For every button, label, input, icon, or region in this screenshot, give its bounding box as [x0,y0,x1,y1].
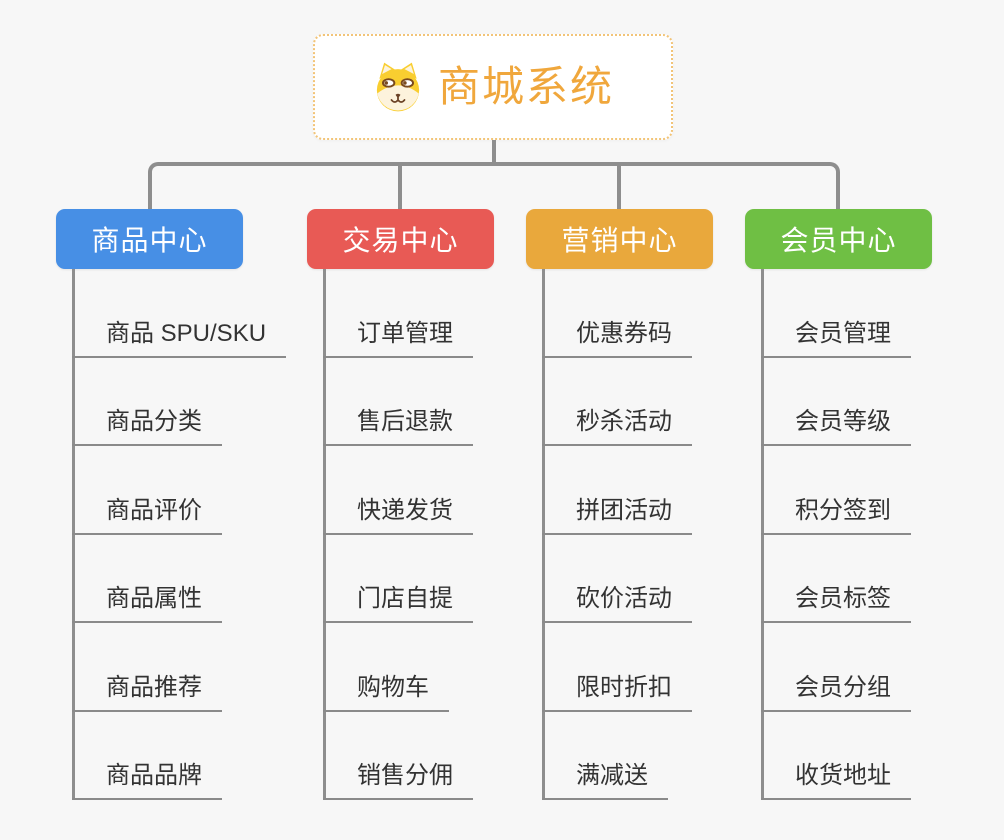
branch-trade: 交易中心 订单管理 售后退款 快递发货 门店自提 购物车 销售分佣 [307,209,494,800]
leaf-node: 商品评价 [72,446,286,535]
leaf-label[interactable]: 会员分组 [761,674,911,712]
branch-node-trade[interactable]: 交易中心 [307,209,494,269]
branch-member-leaves: 会员管理 会员等级 积分签到 会员标签 会员分组 收货地址 [761,269,911,800]
connector-root-stem [492,140,496,164]
leaf-node: 购物车 [323,623,473,712]
branch-member: 会员中心 会员管理 会员等级 积分签到 会员标签 会员分组 收货地址 [745,209,932,800]
branch-trade-leaves: 订单管理 售后退款 快递发货 门店自提 购物车 销售分佣 [323,269,473,800]
leaf-node: 会员分组 [761,623,911,712]
leaf-node: 限时折扣 [542,623,692,712]
leaf-label[interactable]: 商品 SPU/SKU [72,320,287,358]
leaf-node: 商品属性 [72,535,286,623]
branch-node-member[interactable]: 会员中心 [745,209,932,269]
leaf-node: 订单管理 [323,269,473,358]
leaf-label[interactable]: 优惠券码 [542,320,692,358]
leaf-node: 商品分类 [72,358,286,446]
leaf-label[interactable]: 拼团活动 [542,497,692,535]
leaf-node: 会员管理 [761,269,911,358]
branch-marketing-leaves: 优惠券码 秒杀活动 拼团活动 砍价活动 限时折扣 满减送 [542,269,692,800]
leaf-label[interactable]: 快递发货 [323,497,473,535]
leaf-node: 拼团活动 [542,446,692,535]
leaf-label[interactable]: 砍价活动 [542,585,692,623]
leaf-node: 门店自提 [323,535,473,623]
branch-node-product[interactable]: 商品中心 [56,209,243,269]
leaf-label[interactable]: 商品品牌 [72,762,222,800]
branch-product-leaves: 商品 SPU/SKU 商品分类 商品评价 商品属性 商品推荐 商品品牌 [72,269,287,800]
leaf-label[interactable]: 秒杀活动 [542,408,692,446]
branch-product: 商品中心 商品 SPU/SKU 商品分类 商品评价 商品属性 商品推荐 商品品牌 [56,209,287,800]
leaf-node: 优惠券码 [542,269,692,358]
leaf-node: 秒杀活动 [542,358,692,446]
leaf-label[interactable]: 商品分类 [72,408,222,446]
leaf-label[interactable]: 限时折扣 [542,674,692,712]
leaf-label[interactable]: 满减送 [542,762,668,800]
connector-bus [148,162,840,209]
leaf-node: 会员等级 [761,358,911,446]
leaf-node: 积分签到 [761,446,911,535]
leaf-label[interactable]: 购物车 [323,674,449,712]
leaf-node: 售后退款 [323,358,473,446]
leaf-node: 快递发货 [323,446,473,535]
connector-drop-trade [398,162,402,209]
leaf-node: 收货地址 [761,712,911,800]
leaf-node: 商品 SPU/SKU [72,269,287,358]
dog-face-icon [376,62,420,112]
leaf-label[interactable]: 订单管理 [323,320,473,358]
leaf-label[interactable]: 会员等级 [761,408,911,446]
leaf-node: 商品推荐 [72,623,286,712]
leaf-label[interactable]: 积分签到 [761,497,911,535]
branch-marketing: 营销中心 优惠券码 秒杀活动 拼团活动 砍价活动 限时折扣 满减送 [526,209,713,800]
root-title: 商城系统 [437,63,614,110]
leaf-label[interactable]: 收货地址 [761,762,911,800]
leaf-label[interactable]: 销售分佣 [323,762,473,800]
leaf-node: 满减送 [542,712,692,800]
branch-node-marketing[interactable]: 营销中心 [526,209,713,269]
leaf-label[interactable]: 商品评价 [72,497,222,535]
leaf-label[interactable]: 会员标签 [761,585,911,623]
leaf-label[interactable]: 商品推荐 [72,674,222,712]
leaf-label[interactable]: 商品属性 [72,585,222,623]
leaf-node: 会员标签 [761,535,911,623]
leaf-label[interactable]: 门店自提 [323,585,473,623]
leaf-label[interactable]: 会员管理 [761,320,911,358]
leaf-node: 砍价活动 [542,535,692,623]
leaf-node: 销售分佣 [323,712,473,800]
leaf-node: 商品品牌 [72,712,286,800]
leaf-label[interactable]: 售后退款 [323,408,473,446]
connector-drop-marketing [617,162,621,209]
root-node[interactable]: 商城系统 [313,34,673,140]
